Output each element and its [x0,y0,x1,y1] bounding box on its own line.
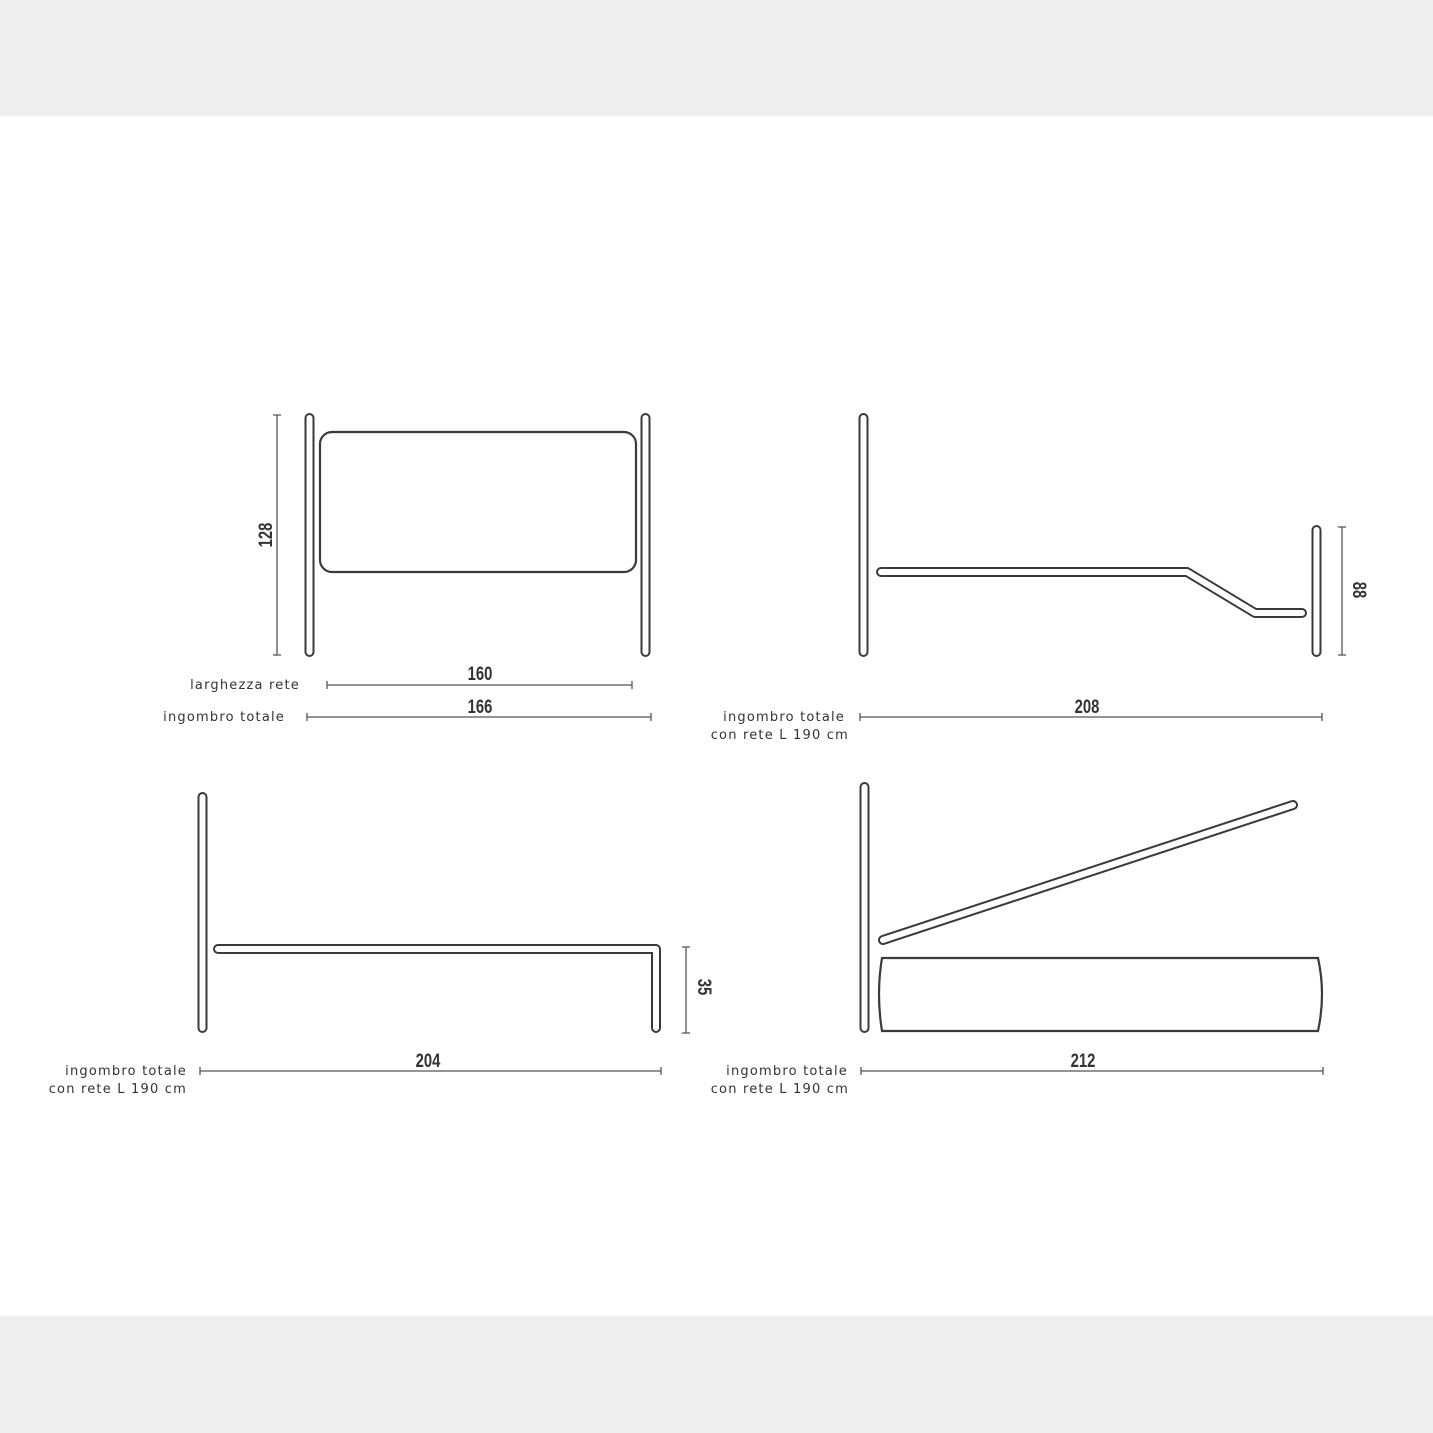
side-view-storage: 212 ingombro totale con rete L 190 cm [711,782,1324,1097]
total-length-label-line2: con rete L 190 cm [49,1082,187,1097]
total-length-value: 212 [1071,1050,1096,1071]
total-length-dimension-line [199,1067,662,1075]
total-length-label-line1: ingombro totale [723,710,845,725]
total-length-value: 204 [416,1050,441,1071]
storage-box [877,956,1324,1033]
total-length-dimension-line [859,713,1323,721]
total-width-value: 166 [468,696,493,717]
side-rail [213,944,661,1033]
front-view: 128 160 larghezza rete 166 ingombro tota… [163,413,652,725]
side-rail [876,567,1307,618]
mattress-width-label: larghezza rete [190,678,300,693]
height-value: 128 [255,523,276,548]
total-length-dimension-line [860,1067,1324,1075]
headboard-panel [318,430,638,574]
top-gray-band [0,0,1433,116]
mattress-width-dimension-line [326,681,633,689]
mattress-width-value: 160 [468,663,493,684]
side-view-low-footboard: 88 208 ingombro totale con rete L 190 cm [711,413,1370,743]
footboard-height-dimension-line [1338,526,1346,656]
total-width-label: ingombro totale [163,710,285,725]
total-length-label-line2: con rete L 190 cm [711,1082,849,1097]
total-length-value: 208 [1075,696,1100,717]
side-view-no-footboard: 35 204 ingombro totale con rete L 190 cm [49,792,715,1097]
total-width-dimension-line [306,713,652,721]
total-length-label-line1: ingombro totale [65,1064,187,1079]
lifted-mattress-frame [878,800,1298,945]
rail-height-dimension-line [682,946,690,1034]
footboard-height-value: 88 [1349,582,1370,598]
total-length-label-line1: ingombro totale [726,1064,848,1079]
height-dimension-line [273,414,281,656]
total-length-label-line2: con rete L 190 cm [711,728,849,743]
rail-height-value: 35 [694,979,715,995]
bottom-gray-band [0,1316,1433,1433]
